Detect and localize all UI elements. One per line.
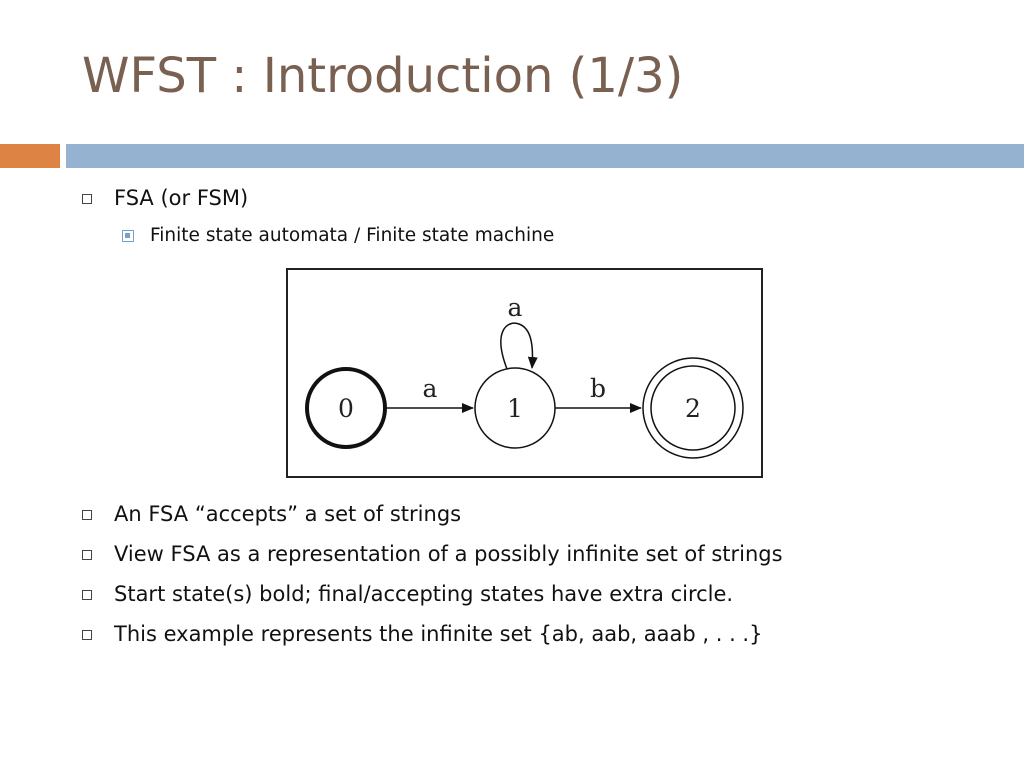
sub-bullet-text: Finite state automata / Finite state mac… [150,224,555,246]
bullet-marker-icon [82,510,92,520]
fsa-diagram-svg: a b a 0 1 2 [286,268,763,478]
bullet-marker-icon [82,550,92,560]
bullet-item: An FSA “accepts” a set of strings [82,499,461,529]
sub-bullet-marker-icon [122,229,134,242]
fsa-diagram: a b a 0 1 2 [286,268,763,478]
state-0: 0 [305,367,387,449]
state-label-2: 2 [685,394,701,423]
bullet-marker-icon [82,194,92,204]
accent-bar-orange [0,144,60,168]
state-label-0: 0 [338,394,354,423]
sub-bullet-item: Finite state automata / Finite state mac… [122,222,554,248]
bullet-marker-icon [82,590,92,600]
edge-1-1-loop [500,322,538,370]
state-label-1: 1 [507,394,523,423]
slide-title: WFST : Introduction (1/3) [82,48,684,104]
edge-label-0-1: a [423,374,438,403]
bullet-text: An FSA “accepts” a set of strings [114,502,462,526]
bullet-text: This example represents the infinite set… [114,622,763,646]
bullet-item: This example represents the infinite set… [82,619,762,649]
bullet-item: Start state(s) bold; final/accepting sta… [82,579,733,609]
bullet-marker-icon [82,630,92,640]
bullet-text: View FSA as a representation of a possib… [114,542,783,566]
diagram-frame [286,268,763,478]
bullet-item: View FSA as a representation of a possib… [82,539,783,569]
bullet-item: FSA (or FSM) [82,183,248,213]
edge-label-1-2: b [590,374,606,403]
accent-bar-blue [66,144,1024,168]
bullet-text: Start state(s) bold; final/accepting sta… [114,582,734,606]
bullet-text: FSA (or FSM) [114,186,249,210]
edge-label-1-1: a [508,293,523,322]
state-2: 2 [642,357,744,459]
state-1: 1 [474,367,556,449]
